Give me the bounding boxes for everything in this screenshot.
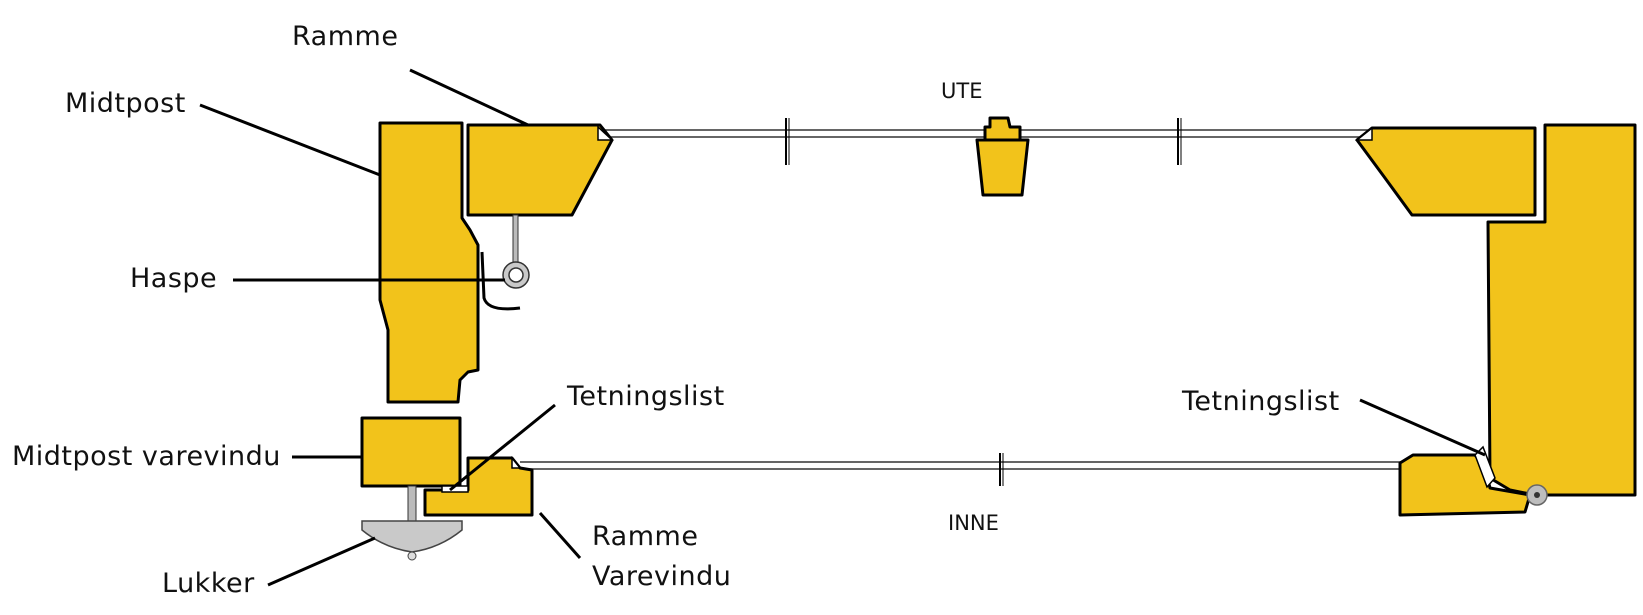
- label-haspe: Haspe: [130, 263, 217, 294]
- tetningslist-left-seal: [441, 485, 469, 493]
- lukker-closer: [361, 485, 463, 561]
- glazing-bar-top: [983, 116, 1022, 142]
- ramme-glass-rebate: [597, 125, 614, 141]
- label-midtpost-varevindu: Midtpost varevindu: [12, 441, 281, 472]
- ramme-right-shape: [1355, 126, 1537, 217]
- ramme-varevindu-right-shape: [1398, 453, 1532, 517]
- midtpost-varevindu-shape: [360, 416, 462, 488]
- label-ramme-varevindu-line2: Varevindu: [592, 561, 731, 592]
- leader-lines: [199, 68, 1486, 587]
- ramme-shape: [466, 123, 614, 217]
- label-ute: UTE: [941, 79, 982, 103]
- tetningslist-right-seal: [1474, 445, 1496, 489]
- label-ramme-varevindu-line1: Ramme: [592, 521, 698, 552]
- label-midtpost: Midtpost: [65, 88, 186, 119]
- label-inne: INNE: [948, 511, 999, 535]
- ramme-right-rebate: [1354, 126, 1373, 141]
- label-tetningslist-right: Tetningslist: [1181, 386, 1340, 417]
- inner-glass-pane: [520, 453, 1415, 486]
- label-ramme: Ramme: [292, 21, 398, 52]
- midtpost-shape: [378, 121, 480, 404]
- label-tetningslist-left: Tetningslist: [566, 381, 725, 412]
- haspe-latch: [480, 214, 530, 311]
- label-lukker: Lukker: [162, 568, 255, 599]
- glazing-bar-shape: [975, 138, 1030, 197]
